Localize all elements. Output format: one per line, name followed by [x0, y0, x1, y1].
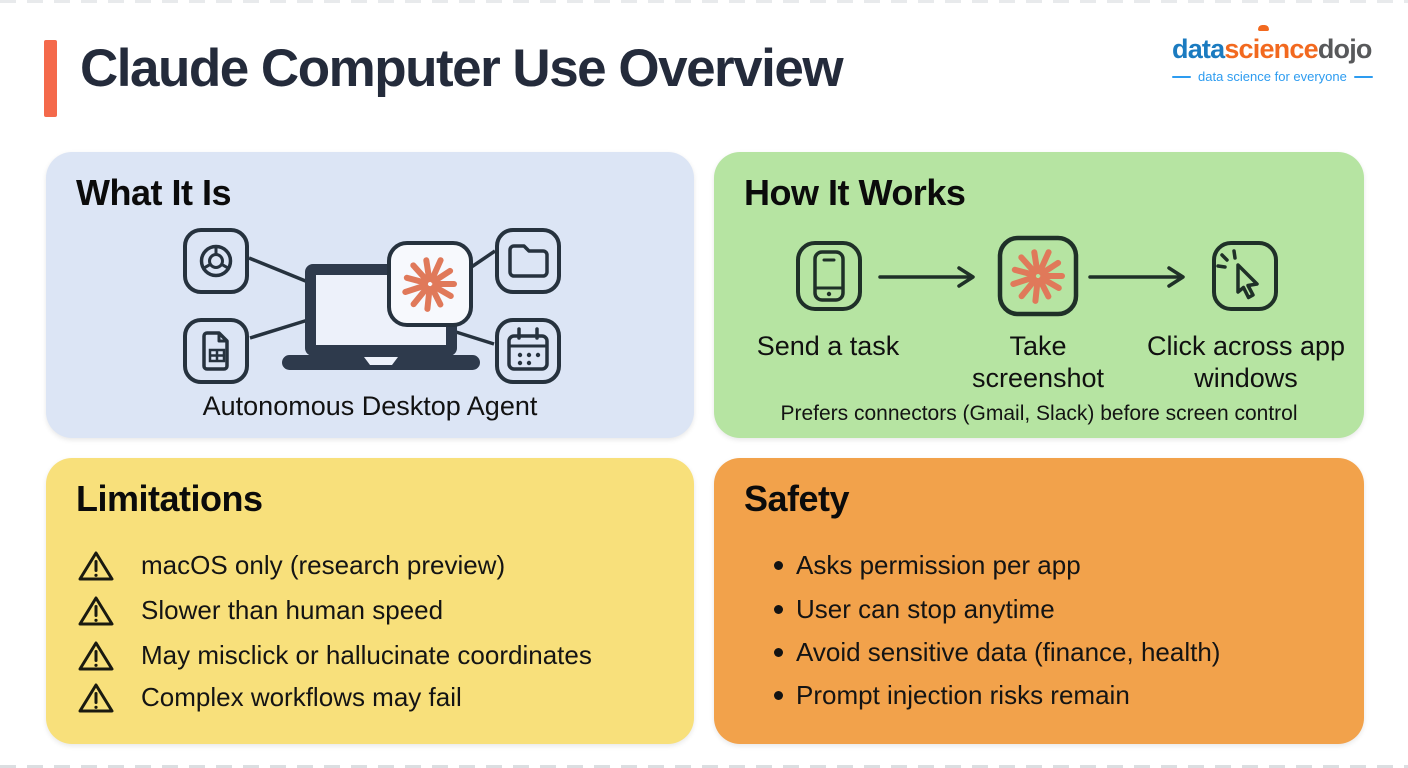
logo-part-dojo: dojo [1317, 34, 1373, 64]
safety-item: Asks permission per app [714, 548, 1364, 584]
logo-wordmark: datasciencedojo [1172, 25, 1373, 65]
phone-icon [796, 241, 862, 311]
tagline-dash-right [1353, 75, 1373, 78]
title-accent-bar [44, 40, 57, 117]
limitation-item: May misclick or hallucinate coordinates [46, 638, 694, 674]
panel-limitations: Limitations macOS only (research preview… [46, 458, 694, 744]
limitations-title: Limitations [76, 478, 263, 519]
calendar-icon [495, 318, 561, 384]
logo-part-data: data [1172, 34, 1225, 64]
warning-triangle-icon [78, 641, 114, 671]
panel-safety: Safety Asks permission per app User can … [714, 458, 1364, 744]
safety-title: Safety [744, 478, 850, 519]
top-edge-decoration [0, 0, 1408, 3]
limitation-item: macOS only (research preview) [46, 548, 694, 584]
bullet-dot-icon [774, 691, 783, 700]
step-label-send-task: Send a task [756, 331, 900, 361]
connectors-note: Prefers connectors (Gmail, Slack) before… [780, 402, 1298, 425]
limitation-item: Slower than human speed [46, 593, 694, 629]
logo-tagline-row: data science for everyone [1172, 69, 1373, 84]
bullet-dot-icon [774, 648, 783, 657]
safety-item: User can stop anytime [714, 592, 1364, 628]
warning-triangle-icon [78, 683, 114, 713]
datasciencedojo-logo: datasciencedojo data science for everyon… [1172, 25, 1373, 84]
what-it-is-title: What It Is [76, 172, 232, 213]
limitation-text: macOS only (research preview) [141, 550, 506, 580]
limitation-text: Slower than human speed [141, 595, 444, 625]
safety-text: Avoid sensitive data (finance, health) [796, 637, 1221, 667]
logo-tagline: data science for everyone [1198, 69, 1347, 84]
chrome-browser-icon [183, 228, 249, 294]
safety-text: User can stop anytime [796, 594, 1055, 624]
step-label-take-screenshot: Take screenshot [971, 331, 1105, 394]
limitation-text: May misclick or hallucinate coordinates [141, 640, 592, 670]
claude-starburst-icon [387, 241, 473, 327]
limitation-text: Complex workflows may fail [141, 682, 462, 712]
warning-triangle-icon [78, 551, 114, 581]
spreadsheet-document-icon [183, 318, 249, 384]
safety-text: Prompt injection risks remain [796, 680, 1130, 710]
safety-text: Asks permission per app [796, 550, 1081, 580]
what-it-is-caption: Autonomous Desktop Agent [202, 391, 538, 421]
step-label-click-across: Click across app windows [1146, 331, 1346, 394]
limitation-item: Complex workflows may fail [46, 680, 694, 716]
folder-icon [495, 228, 561, 294]
arrow-icon [878, 266, 975, 288]
logo-part-science: science [1224, 34, 1318, 64]
bullet-dot-icon [774, 561, 783, 570]
arrow-icon [1088, 266, 1185, 288]
panel-how-it-works: How It Works [714, 152, 1364, 438]
safety-item: Avoid sensitive data (finance, health) [714, 635, 1364, 671]
how-it-works-title: How It Works [744, 172, 966, 213]
tagline-dash-left [1172, 75, 1191, 78]
claude-starburst-icon [997, 235, 1079, 317]
bottom-edge-decoration [0, 765, 1408, 768]
bullet-dot-icon [774, 605, 783, 614]
logo-person-icon [1258, 24, 1270, 36]
page-title: Claude Computer Use Overview [80, 39, 844, 98]
warning-triangle-icon [78, 596, 114, 626]
cursor-click-icon [1212, 241, 1278, 311]
safety-item: Prompt injection risks remain [714, 678, 1364, 714]
panel-what-it-is: What It Is Autonomous Desktop Agent [46, 152, 694, 438]
desktop-agent-diagram [183, 228, 561, 384]
